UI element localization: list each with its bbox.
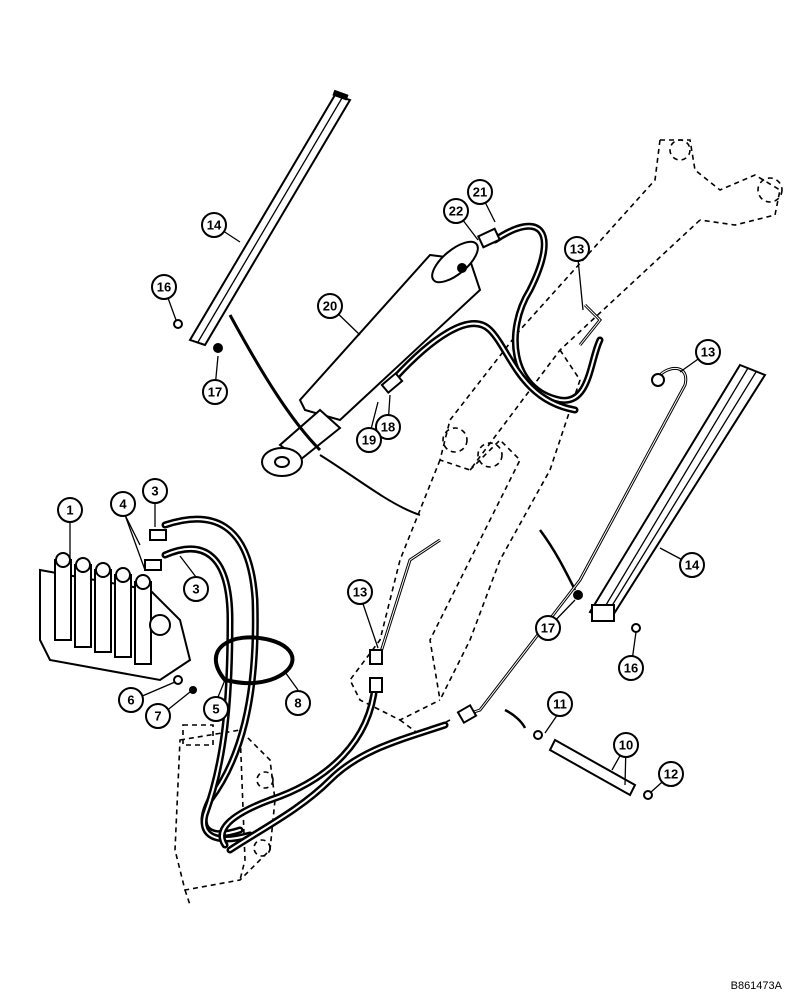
svg-text:13: 13	[701, 345, 715, 360]
svg-text:14: 14	[685, 558, 700, 573]
callout-16-right: 16	[618, 655, 644, 681]
callout-3-upper: 3	[142, 478, 168, 504]
callout-14-right: 14	[679, 552, 705, 578]
callout-17-left: 17	[202, 379, 228, 405]
svg-text:8: 8	[294, 696, 301, 711]
svg-text:5: 5	[212, 702, 219, 717]
svg-text:6: 6	[127, 693, 134, 708]
callout-13-upper: 13	[564, 236, 590, 262]
svg-text:21: 21	[473, 185, 487, 200]
callout-13-right: 13	[695, 339, 721, 365]
callout-13-lower: 13	[347, 579, 373, 605]
svg-text:19: 19	[362, 433, 376, 448]
svg-text:22: 22	[449, 204, 463, 219]
svg-text:14: 14	[207, 218, 222, 233]
callout-19: 19	[356, 427, 382, 453]
callout-16-left: 16	[151, 274, 177, 300]
svg-text:13: 13	[353, 585, 367, 600]
svg-text:1: 1	[66, 503, 73, 518]
scraper-bar-right	[588, 363, 767, 622]
callout-21: 21	[467, 179, 493, 205]
svg-text:4: 4	[119, 497, 127, 512]
callout-18: 18	[375, 414, 401, 440]
svg-text:16: 16	[157, 280, 171, 295]
svg-text:20: 20	[323, 299, 337, 314]
scraper-bar-left	[188, 89, 352, 347]
small-cylinder	[533, 730, 653, 800]
figure-code: B861473A	[730, 980, 782, 992]
callout-5: 5	[203, 696, 229, 722]
callout-22: 22	[443, 198, 469, 224]
hydraulic-cylinder	[261, 240, 482, 477]
control-valve	[39, 552, 192, 682]
callout-4: 4	[110, 491, 136, 517]
svg-text:3: 3	[151, 484, 158, 499]
svg-text:17: 17	[541, 621, 555, 636]
callout-12: 12	[658, 761, 684, 787]
svg-text:12: 12	[664, 767, 678, 782]
callout-17-right: 17	[535, 615, 561, 641]
svg-text:13: 13	[570, 242, 584, 257]
svg-text:7: 7	[154, 709, 161, 724]
callout-1: 1	[57, 497, 83, 523]
callout-7: 7	[145, 703, 171, 729]
swing-tower-outline	[174, 724, 276, 906]
callout-20: 20	[317, 293, 343, 319]
svg-text:10: 10	[619, 738, 633, 753]
tubes	[378, 303, 688, 717]
hoses	[161, 222, 604, 854]
svg-text:3: 3	[192, 582, 199, 597]
svg-text:18: 18	[381, 420, 395, 435]
callout-11: 11	[547, 691, 573, 717]
svg-text:17: 17	[208, 385, 222, 400]
svg-text:11: 11	[553, 697, 567, 712]
callout-3-lower: 3	[183, 576, 209, 602]
callout-6: 6	[118, 687, 144, 713]
svg-text:16: 16	[624, 661, 638, 676]
callout-14-left: 14	[201, 212, 227, 238]
callouts: 1 3 3 4 5 6 7 8 10 11 12 13 13 13 14 14 …	[57, 179, 721, 787]
callout-8: 8	[285, 690, 311, 716]
callout-10: 10	[613, 732, 639, 758]
